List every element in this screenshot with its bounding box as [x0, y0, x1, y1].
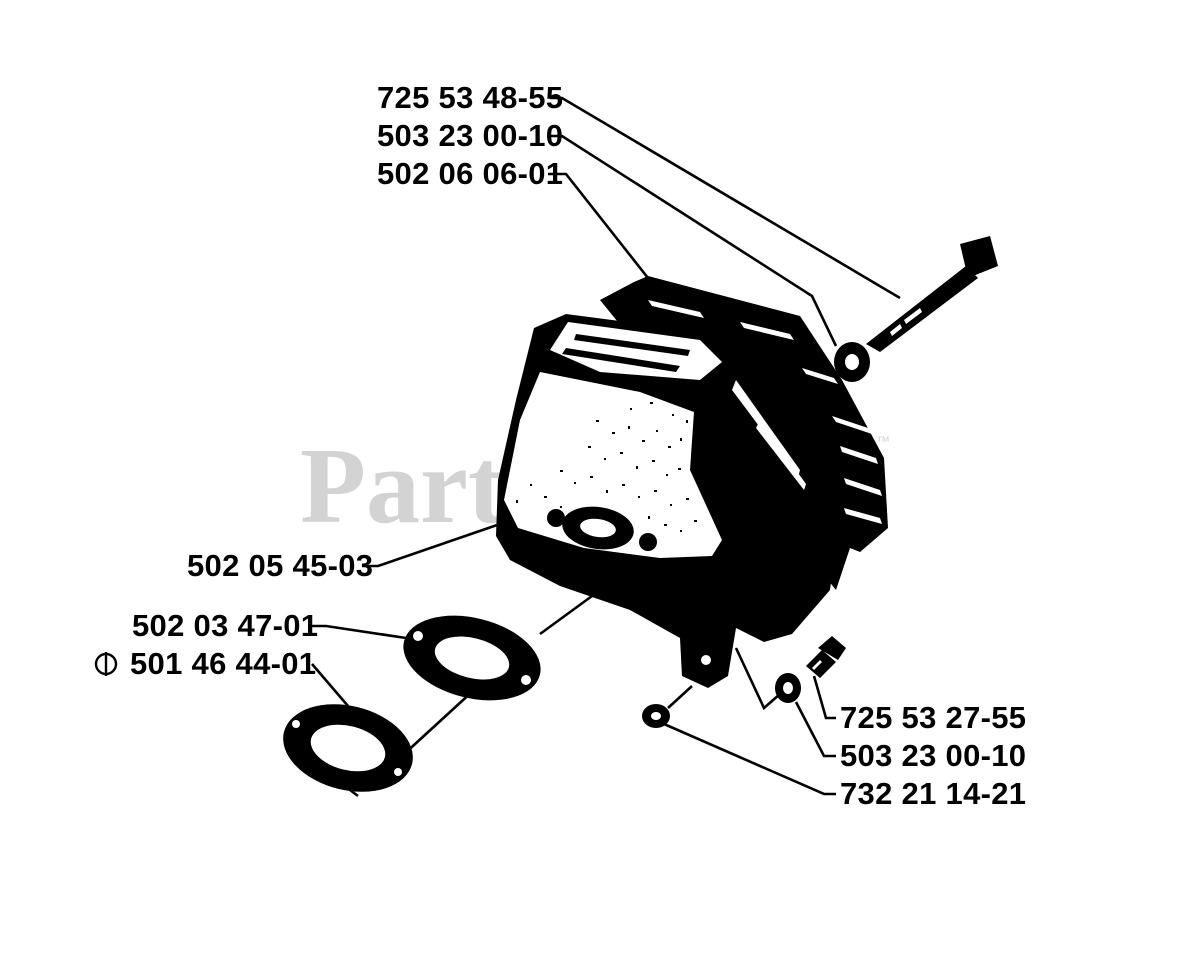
washer-top-part — [834, 342, 870, 382]
gasket-1-part — [403, 615, 541, 701]
gasket-2-part — [283, 704, 413, 792]
leader-lines — [311, 96, 901, 798]
part-labels: 725 53 48-55 503 23 00-10 502 06 06-01 5… — [94, 80, 1026, 811]
label-gasket-1: 502 03 47-01 — [132, 608, 318, 643]
bolt-part — [866, 236, 998, 352]
label-gasket-2: 501 46 44-01 — [130, 646, 316, 681]
label-screw: 725 53 27-55 — [840, 700, 1026, 735]
label-nut: 732 21 14-21 — [840, 776, 1026, 811]
muffler-texture — [516, 402, 702, 532]
nut-part — [642, 704, 670, 728]
label-washer-bottom: 503 23 00-10 — [840, 738, 1026, 773]
label-washer-top: 503 23 00-10 — [377, 118, 563, 153]
label-heat-shield: 502 06 06-01 — [377, 156, 563, 191]
label-muffler-body: 502 05 45-03 — [187, 548, 373, 583]
watermark-tm: ™ — [876, 433, 890, 449]
muffler-body-part — [496, 314, 834, 688]
washer-bottom-part — [775, 673, 801, 703]
circle-bar-icon — [94, 652, 118, 676]
screw-part — [806, 636, 846, 678]
label-bolt: 725 53 48-55 — [377, 80, 563, 115]
